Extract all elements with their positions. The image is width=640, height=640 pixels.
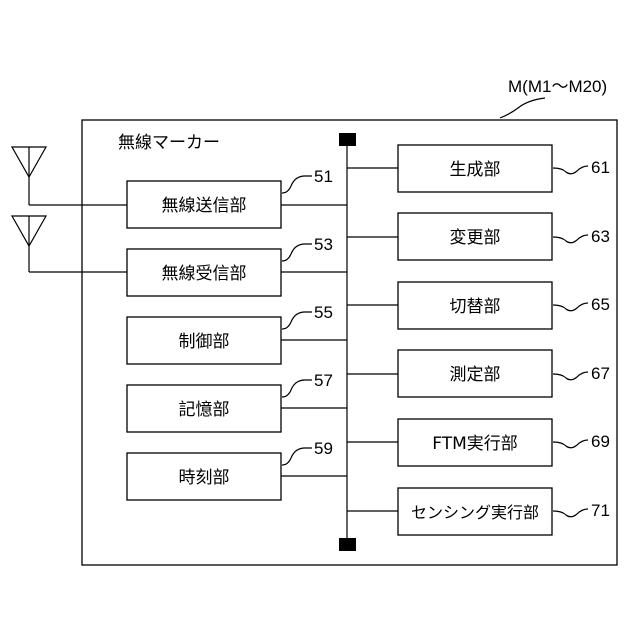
bus-terminal-bottom [339, 538, 356, 551]
device-ref-label: M(M1～M20) [508, 77, 607, 96]
block-label: 記憶部 [179, 400, 230, 420]
block-label: 時刻部 [179, 468, 230, 488]
block-wireless-transmitter: 無線送信部 51 [127, 167, 347, 228]
ref-number: 51 [314, 167, 333, 186]
block-clock: 時刻部 59 [127, 439, 347, 500]
antenna-icon-tx [12, 147, 127, 205]
block-measurement: 測定部 67 [347, 350, 610, 397]
ref-number: 61 [591, 158, 610, 177]
block-label: FTM実行部 [432, 434, 518, 454]
ref-number: 59 [314, 439, 333, 458]
block-storage: 記憶部 57 [127, 371, 347, 432]
block-changer: 変更部 63 [347, 213, 610, 260]
block-label: 測定部 [450, 365, 501, 385]
block-label: 制御部 [179, 332, 230, 352]
ref-number: 53 [314, 235, 333, 254]
antenna-icon-rx [12, 216, 127, 272]
ref-number: 63 [591, 227, 610, 246]
block-switcher: 切替部 65 [347, 282, 610, 329]
ref-number: 67 [591, 364, 610, 383]
block-control: 制御部 55 [127, 303, 347, 364]
block-label: 無線受信部 [162, 264, 247, 284]
block-label: 変更部 [450, 228, 501, 248]
block-ftm-executor: FTM実行部 69 [347, 419, 610, 466]
block-wireless-receiver: 無線受信部 53 [127, 235, 347, 296]
block-label: 切替部 [450, 297, 501, 317]
block-label: 生成部 [450, 160, 501, 180]
ref-number: 69 [591, 432, 610, 451]
device-title: 無線マーカー [118, 133, 220, 153]
block-label: 無線送信部 [162, 196, 247, 216]
ref-number: 55 [314, 303, 333, 322]
bus-terminal-top [339, 133, 356, 146]
block-label: センシング実行部 [411, 503, 539, 522]
ref-number: 71 [591, 501, 610, 520]
block-generator: 生成部 61 [347, 145, 610, 192]
block-sensing-executor: センシング実行部 71 [347, 488, 610, 535]
device-ref-leader [500, 98, 545, 118]
ref-number: 65 [591, 295, 610, 314]
ref-number: 57 [314, 371, 333, 390]
